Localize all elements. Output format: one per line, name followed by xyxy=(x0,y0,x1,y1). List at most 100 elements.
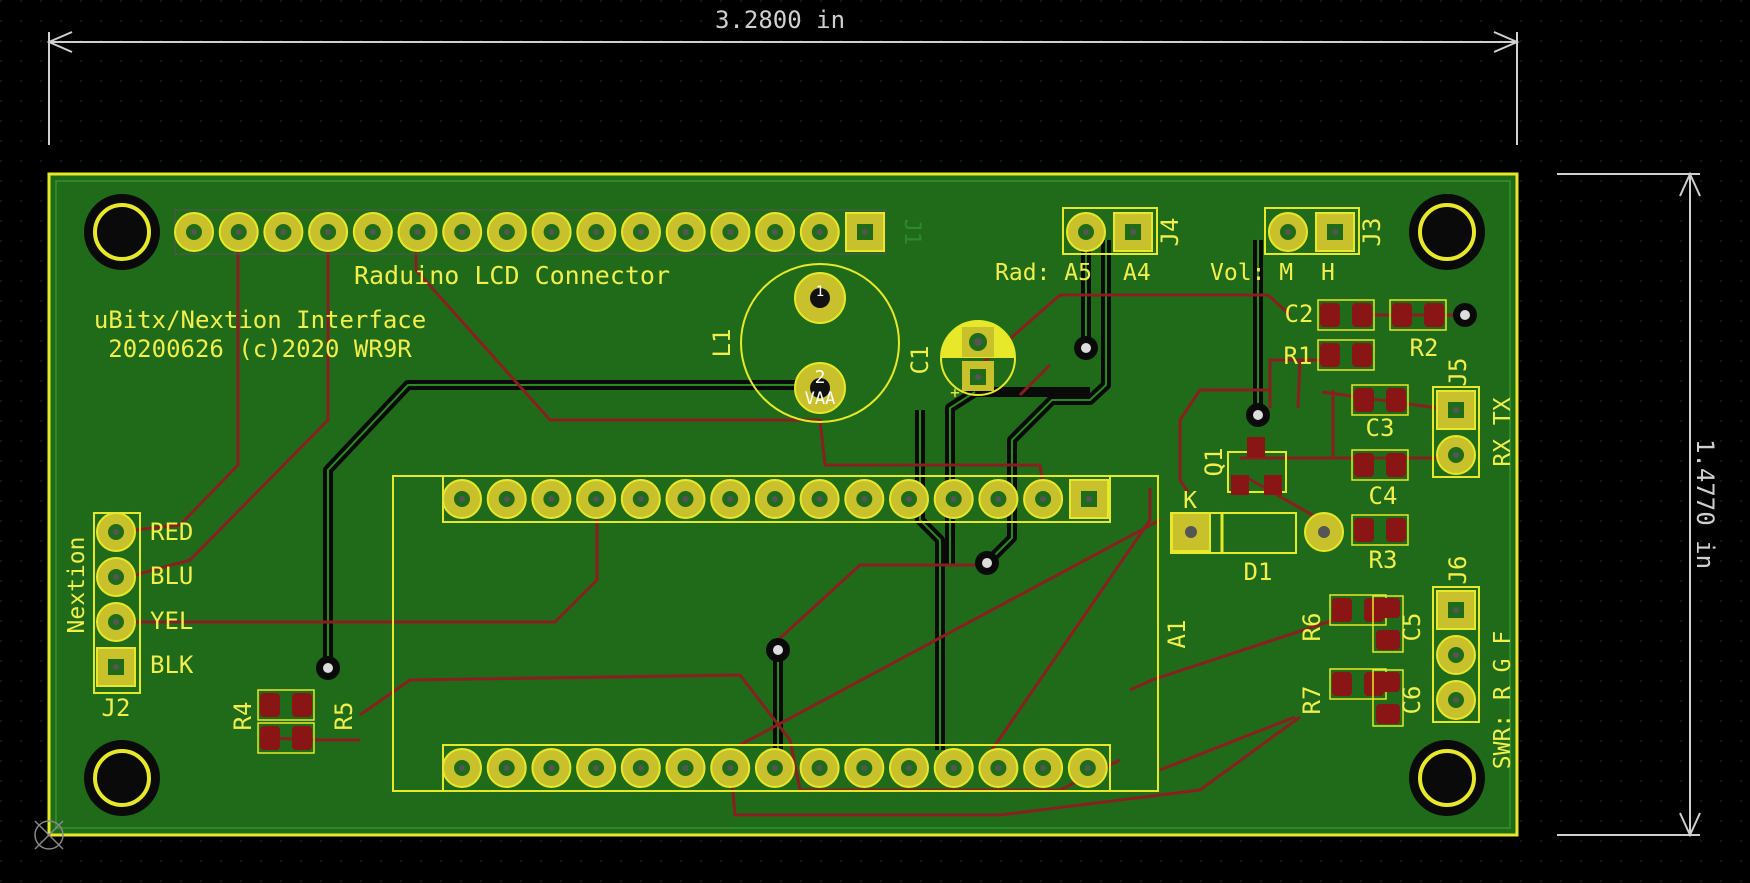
a1-top-pin xyxy=(442,479,482,519)
rx-tx-label: RX TX xyxy=(1490,397,1516,466)
board-title-line2: 20200626 (c)2020 WR9R xyxy=(108,335,412,363)
d1-pads xyxy=(1171,512,1344,553)
refdes-c3: C3 xyxy=(1366,414,1395,442)
j1-pin xyxy=(397,212,438,252)
rad-a5-label: Rad: A5 xyxy=(995,260,1092,286)
vias xyxy=(316,303,1477,680)
refdes-c6: C6 xyxy=(1398,686,1426,715)
j3-pin-1 xyxy=(1315,212,1355,252)
a1-top-pin xyxy=(486,479,527,519)
a1-bottom-pin xyxy=(486,748,527,788)
swr-label: SWR: R G F xyxy=(1490,631,1516,769)
c4-pads xyxy=(1351,449,1409,481)
height-dimension-label: 1.4770 in xyxy=(1691,439,1719,569)
c1-capacitor xyxy=(940,320,1016,396)
refdes-c1: C1 xyxy=(906,346,934,375)
r3-pads xyxy=(1351,514,1409,546)
refdes-r6: R6 xyxy=(1298,613,1326,642)
a4-label: A4 xyxy=(1123,260,1151,286)
a1-bottom-pin xyxy=(1023,748,1064,788)
j5-pin xyxy=(1436,435,1476,475)
refdes-l1: L1 xyxy=(708,329,736,358)
j2-pin xyxy=(96,512,136,552)
a1-bottom-pin xyxy=(710,748,751,788)
c3-pads xyxy=(1351,384,1409,416)
j2-pin xyxy=(96,602,136,642)
a1-bottom-pin xyxy=(754,748,795,788)
j1-pin xyxy=(308,212,349,252)
nextion-pin-red: RED xyxy=(150,518,193,546)
a1-top-pin xyxy=(531,479,572,519)
j1-pin xyxy=(755,212,796,252)
refdes-c2: C2 xyxy=(1285,300,1314,328)
j3-pin xyxy=(1268,212,1308,252)
origin-marker xyxy=(34,820,64,850)
nextion-pin-yel: YEL xyxy=(150,607,193,635)
mounting-holes xyxy=(84,194,1485,816)
a1-bottom-pin xyxy=(889,748,929,788)
j2-pin xyxy=(96,557,136,597)
a1-top-pin xyxy=(844,479,885,519)
j1-pin xyxy=(576,212,617,252)
a1-top-pin xyxy=(576,479,617,519)
j1-pin xyxy=(352,212,393,252)
vol-m-label: Vol: M xyxy=(1210,260,1293,286)
j4-pin-1 xyxy=(1113,212,1153,252)
refdes-r1: R1 xyxy=(1284,342,1313,370)
c6-pads xyxy=(1372,669,1404,727)
refdes-j1: J1 xyxy=(899,219,924,246)
a1-top-pin xyxy=(710,479,751,519)
a1-bottom-pin xyxy=(799,748,840,788)
refdes-j2: J2 xyxy=(102,694,131,722)
c2-pads xyxy=(1317,299,1375,331)
j1-pin xyxy=(174,212,214,252)
l1-pad1-label: 1 xyxy=(816,284,824,300)
a1-top-pin xyxy=(799,479,840,519)
l1-pads xyxy=(794,272,846,414)
j1-pin xyxy=(486,212,527,252)
board-inner-edge xyxy=(55,180,1511,829)
a1-bottom-pin xyxy=(933,748,974,788)
j1-pin xyxy=(665,212,706,252)
j1-pin xyxy=(218,212,259,252)
j1-pin xyxy=(263,212,304,252)
l1-pad2-label: 2 xyxy=(815,367,826,388)
r1-pads xyxy=(1317,339,1375,371)
c1-plus-label: + xyxy=(950,383,960,402)
r4-pads xyxy=(257,689,315,721)
a1-bottom-pin xyxy=(978,748,1019,788)
a1-top-pin xyxy=(889,479,929,519)
refdes-c4: C4 xyxy=(1369,482,1398,510)
refdes-a1: A1 xyxy=(1163,620,1191,649)
a1-bottom-pin xyxy=(576,748,617,788)
j1-pin xyxy=(710,212,751,252)
j6-pin xyxy=(1436,635,1476,675)
j1-pin xyxy=(442,212,483,252)
j1-pin xyxy=(621,212,661,252)
refdes-j6: J6 xyxy=(1444,556,1472,585)
j1-pin-1 xyxy=(845,212,885,252)
refdes-d1: D1 xyxy=(1244,558,1273,586)
refdes-j4: J4 xyxy=(1156,218,1184,247)
j6-pin-1 xyxy=(1436,590,1476,630)
vaa-label: VAA xyxy=(805,389,836,409)
nextion-pin-blu: BLU xyxy=(150,562,193,590)
a1-bottom-pin xyxy=(531,748,572,788)
refdes-c5: C5 xyxy=(1398,613,1426,642)
r2-pads xyxy=(1389,299,1447,331)
refdes-r4: R4 xyxy=(229,702,257,731)
height-dimension xyxy=(1557,171,1701,838)
a1-top-pin xyxy=(933,479,974,519)
through-hole-pads xyxy=(96,209,1476,788)
refdes-r5: R5 xyxy=(330,702,358,731)
a1-top-pin xyxy=(978,479,1019,519)
c5-pads xyxy=(1372,595,1404,653)
a1-top-pin xyxy=(1023,479,1064,519)
j5-pin-1 xyxy=(1436,390,1476,430)
a1-bottom-pin xyxy=(844,748,885,788)
smd-pads xyxy=(257,299,1447,754)
k-label: K xyxy=(1183,488,1197,514)
a1-bottom-pin xyxy=(442,748,482,788)
width-dimension-label: 3.2800 in xyxy=(715,6,845,34)
